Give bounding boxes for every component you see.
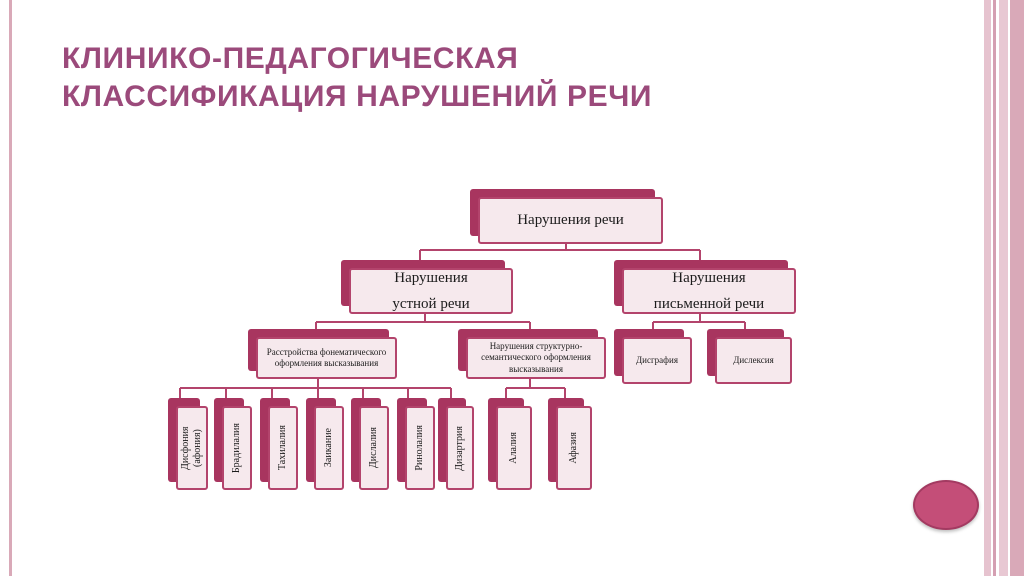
node-dysgraphia: Дисграфия: [614, 329, 692, 384]
node-phonation-disorders: Расстройства фонематического оформления …: [248, 329, 397, 379]
leaf-tachylalia-label: Тахилалия: [277, 425, 288, 471]
leaf-aphasia-label: Афазия: [568, 432, 579, 464]
leaf-dysphonia: Дисфония (афония): [168, 398, 208, 490]
slide-title: КЛИНИКО-ПЕДАГОГИЧЕСКАЯ КЛАССИФИКАЦИЯ НАР…: [62, 40, 782, 116]
leaf-tachylalia: Тахилалия: [260, 398, 298, 490]
right-decor-stripe-3: [999, 0, 1008, 576]
left-frame-line: [9, 0, 12, 576]
node-phonation-label: Расстройства фонематического оформления …: [266, 346, 387, 368]
leaf-dysphonia-label: Дисфония (афония): [180, 426, 203, 470]
right-decor-stripe-2: [993, 0, 996, 576]
leaf-dysarthria: Дизартрия: [438, 398, 474, 490]
node-written-line1: Нарушения: [672, 270, 746, 286]
node-dyslexia: Дислексия: [707, 329, 792, 384]
node-structural-semantic-disorders: Нарушения структурно-семантического офор…: [458, 329, 606, 379]
leaf-dyslalia: Дислалия: [351, 398, 389, 490]
leaf-dyslalia-label: Дислалия: [368, 427, 379, 469]
node-speech-disorders-label: Нарушения речи: [517, 211, 624, 228]
node-oral-speech-disorders: Нарушения устной речи: [341, 260, 513, 314]
slide-title-line-2: КЛАССИФИКАЦИЯ НАРУШЕНИЙ РЕЧИ: [62, 80, 653, 113]
node-oral-line2: устной речи: [392, 296, 470, 312]
node-written-line2: письменной речи: [653, 296, 765, 312]
slide-title-line-1: КЛИНИКО-ПЕДАГОГИЧЕСКАЯ: [62, 42, 519, 75]
leaf-rhinolalia: Ринолалия: [397, 398, 435, 490]
node-written-speech-disorders: Нарушения письменной речи: [614, 260, 796, 314]
decorative-circle: [913, 480, 979, 530]
leaf-stuttering-label: Заикание: [323, 428, 334, 468]
node-speech-disorders: Нарушения речи: [470, 189, 663, 244]
right-decor-stripe-1: [984, 0, 991, 576]
leaf-rhinolalia-label: Ринолалия: [414, 425, 425, 471]
leaf-alalia: Алалия: [488, 398, 532, 490]
leaf-aphasia: Афазия: [548, 398, 592, 490]
node-structural-label: Нарушения структурно-семантического офор…: [481, 341, 591, 374]
node-dyslexia-label: Дислексия: [733, 354, 774, 365]
leaf-bradylalia: Брадилалия: [214, 398, 252, 490]
node-oral-line1: Нарушения: [394, 270, 468, 286]
right-decor-stripe-4: [1010, 0, 1024, 576]
leaf-alalia-label: Алалия: [508, 432, 519, 464]
leaf-bradylalia-label: Брадилалия: [231, 422, 242, 474]
leaf-stuttering: Заикание: [306, 398, 344, 490]
leaf-dysarthria-label: Дизартрия: [454, 425, 465, 471]
node-dysgraphia-label: Дисграфия: [636, 354, 678, 365]
